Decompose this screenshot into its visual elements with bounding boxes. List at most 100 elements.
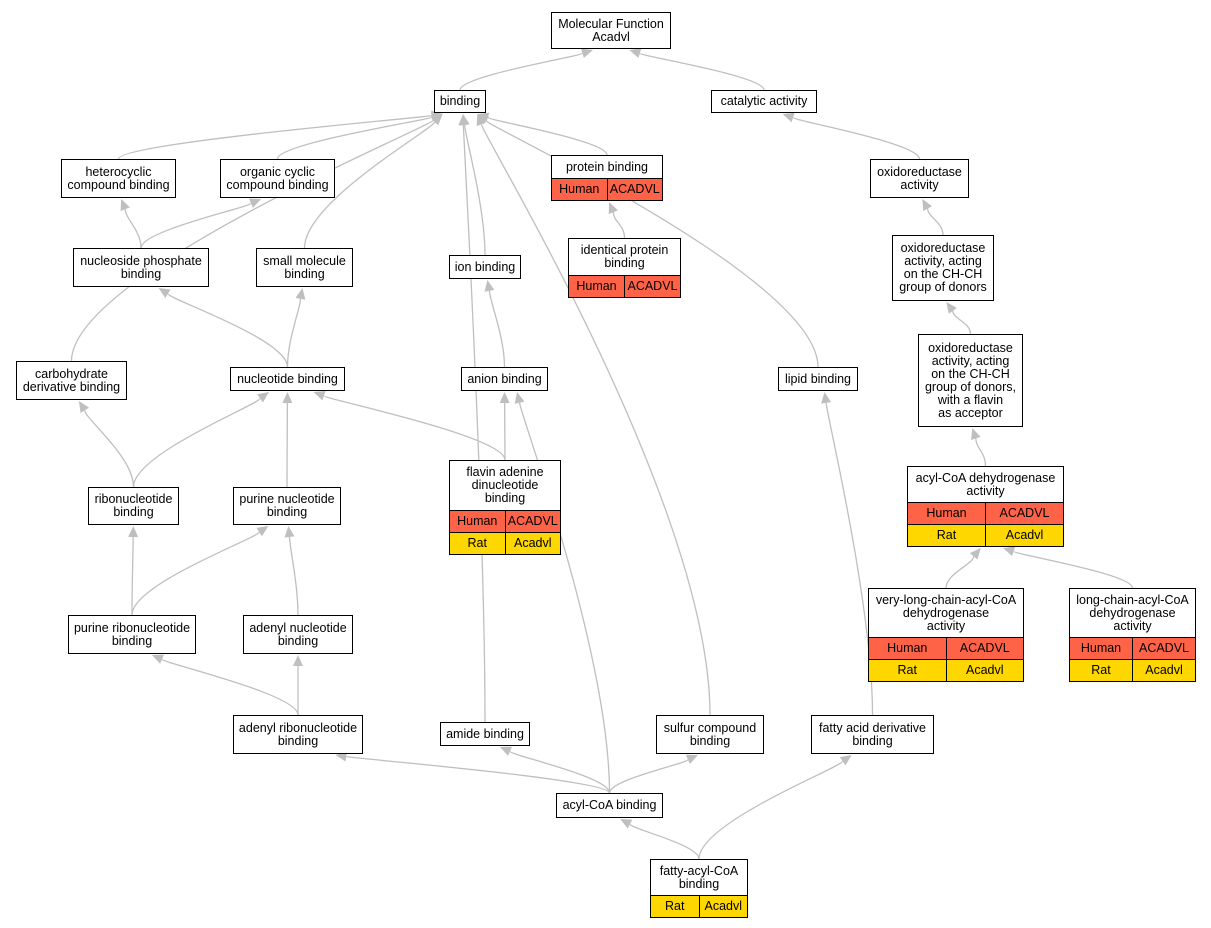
species-cell: Rat xyxy=(1091,663,1111,677)
gene-cell: Acadvl xyxy=(698,896,748,917)
edge-fatty_acyl_coa_binding-to-acyl_coa_binding xyxy=(629,823,700,860)
go-term-carbohydrate-derivative-binding[interactable]: carbohydrate derivative binding xyxy=(16,361,127,400)
species-cell: Rat xyxy=(936,528,957,542)
go-term-catalytic-activity[interactable]: catalytic activity xyxy=(711,90,817,113)
edge-acyl_coa_dehydrogenase_activity-to-oxidoreductase_flavin xyxy=(975,438,987,467)
edge-organic_cyclic_compound_binding-to-binding xyxy=(276,116,433,160)
edge-anion_binding-to-ion_binding xyxy=(488,290,506,368)
go-term-heterocyclic-compound-binding[interactable]: heterocyclic compound binding xyxy=(61,159,176,198)
go-term-oxidoreductase-ch-ch[interactable]: oxidoreductase activity, acting on the C… xyxy=(892,235,994,301)
go-term-ion-binding[interactable]: ion binding xyxy=(449,255,521,279)
go-term-label: small molecule binding xyxy=(263,253,346,281)
go-term-label: acyl-CoA dehydrogenase activity xyxy=(915,470,1056,498)
go-term-label: purine ribonucleotide binding xyxy=(73,620,191,648)
go-term-acyl-coa-binding[interactable]: acyl-CoA binding xyxy=(556,793,663,818)
edge-amide_binding-to-binding xyxy=(462,124,486,723)
go-term-oxidoreductase-activity[interactable]: oxidoreductase activity xyxy=(870,159,969,198)
go-term-label: oxidoreductase activity, acting on the C… xyxy=(924,340,1017,420)
edge-oxidoreductase_ch_ch-to-oxidoreductase_activity xyxy=(927,208,944,236)
species-row-rat: Rat Acadvl xyxy=(1070,659,1195,681)
go-term-lcad-activity[interactable]: long-chain-acyl-CoA dehydrogenase activi… xyxy=(1069,588,1196,682)
go-term-anion-binding[interactable]: anion binding xyxy=(461,367,548,391)
go-term-purine-nucleotide-binding[interactable]: purine nucleotide binding xyxy=(233,487,341,525)
edge-lcad_activity-to-acyl_coa_dehydrogenase_activity xyxy=(1012,550,1134,589)
go-term-label: Molecular Function Acadvl xyxy=(558,16,664,44)
edge-ribonucleotide_binding-to-carbohydrate_derivative_binding xyxy=(84,410,135,488)
species-row-human: Human ACADVL xyxy=(1070,637,1195,659)
go-term-ribonucleotide-binding[interactable]: ribonucleotide binding xyxy=(88,487,179,525)
edge-nucleotide_binding-to-nucleoside_phosphate_binding xyxy=(167,293,289,368)
arrowhead xyxy=(78,401,90,413)
arrowhead xyxy=(821,392,832,404)
go-term-label: long-chain-acyl-CoA dehydrogenase activi… xyxy=(1076,592,1189,633)
arrowhead xyxy=(499,746,513,756)
go-term-lipid-binding[interactable]: lipid binding xyxy=(778,367,858,391)
arrowhead xyxy=(922,199,933,212)
go-term-label: amide binding xyxy=(446,726,524,741)
go-term-vlcad-activity[interactable]: very-long-chain-acyl-CoA dehydrogenase a… xyxy=(868,588,1024,682)
gene-cell: ACADVL xyxy=(1132,638,1195,659)
gene-cell: Acadvl xyxy=(1132,660,1195,681)
arrowhead xyxy=(120,199,130,212)
gene-cell: ACADVL xyxy=(606,179,663,200)
edge-oxidoreductase_flavin-to-oxidoreductase_ch_ch xyxy=(952,310,972,335)
gene-cell: ACADVL xyxy=(945,638,1024,659)
go-term-oxidoreductase-flavin[interactable]: oxidoreductase activity, acting on the C… xyxy=(918,334,1023,427)
arrowhead xyxy=(839,755,852,766)
go-term-label: heterocyclic compound binding xyxy=(67,164,170,192)
species-cell: Human xyxy=(1080,641,1122,655)
species-row-human: Human ACADVL xyxy=(869,637,1023,659)
arrowhead xyxy=(313,391,326,401)
edge-oxidoreductase_activity-to-catalytic_activity xyxy=(792,116,921,160)
go-term-binding[interactable]: binding xyxy=(434,90,486,113)
edge-fatty_acid_derivative_binding-to-lipid_binding xyxy=(825,402,874,716)
go-term-nucleotide-binding[interactable]: nucleotide binding xyxy=(230,367,345,391)
species-cell: Human xyxy=(576,279,617,293)
arrowhead xyxy=(946,302,957,314)
arrowhead xyxy=(295,288,306,300)
go-term-small-molecule-binding[interactable]: small molecule binding xyxy=(256,248,353,287)
go-term-label: adenyl ribonucleotide binding xyxy=(238,720,358,748)
edge-nucleotide_binding-to-small_molecule_binding xyxy=(286,298,302,368)
arrowhead xyxy=(782,112,795,123)
arrowhead xyxy=(293,655,303,666)
go-term-adenyl-ribonucleotide-binding[interactable]: adenyl ribonucleotide binding xyxy=(233,715,363,754)
edge-ribonucleotide_binding-to-nucleotide_binding xyxy=(132,397,261,488)
edge-adenyl_ribonucleotide_binding-to-purine_ribonucleotide_binding xyxy=(161,658,299,716)
gene-cell: Acadvl xyxy=(504,533,561,554)
edge-vlcad_activity-to-acyl_coa_dehydrogenase_activity xyxy=(945,556,975,589)
edge-lipid_binding-to-binding xyxy=(485,119,819,368)
go-term-label: oxidoreductase activity, acting on the C… xyxy=(899,241,987,294)
edge-small_molecule_binding-to-binding xyxy=(303,121,436,249)
edge-protein_binding-to-binding xyxy=(487,116,608,156)
go-term-sulfur-compound-binding[interactable]: sulfur compound binding xyxy=(656,715,764,754)
edge-heterocyclic_compound_binding-to-binding xyxy=(117,114,433,160)
edge-sulfur_compound_binding-to-binding xyxy=(480,124,711,716)
go-term-label: adenyl nucleotide binding xyxy=(249,620,347,648)
arrowhead xyxy=(458,114,469,126)
go-term-purine-ribonucleotide-binding[interactable]: purine ribonucleotide binding xyxy=(68,615,196,654)
go-term-fatty-acid-derivative-binding[interactable]: fatty acid derivative binding xyxy=(811,715,934,754)
go-term-adenyl-nucleotide-binding[interactable]: adenyl nucleotide binding xyxy=(243,615,353,654)
edge-acyl_coa_binding-to-adenyl_ribonucleotide_binding xyxy=(345,755,611,794)
go-term-label: binding xyxy=(439,94,481,108)
arrowhead xyxy=(335,751,347,762)
species-cell: Human xyxy=(926,506,967,520)
go-term-molecular-function[interactable]: Molecular Function Acadvl xyxy=(551,12,671,49)
go-term-organic-cyclic-compound-binding[interactable]: organic cyclic compound binding xyxy=(220,159,335,198)
arrowhead xyxy=(514,392,525,404)
go-term-nucleoside-phosphate-binding[interactable]: nucleoside phosphate binding xyxy=(73,248,209,287)
go-term-amide-binding[interactable]: amide binding xyxy=(440,722,530,746)
species-cell: Human xyxy=(887,641,928,655)
go-term-label: purine nucleotide binding xyxy=(239,492,335,519)
